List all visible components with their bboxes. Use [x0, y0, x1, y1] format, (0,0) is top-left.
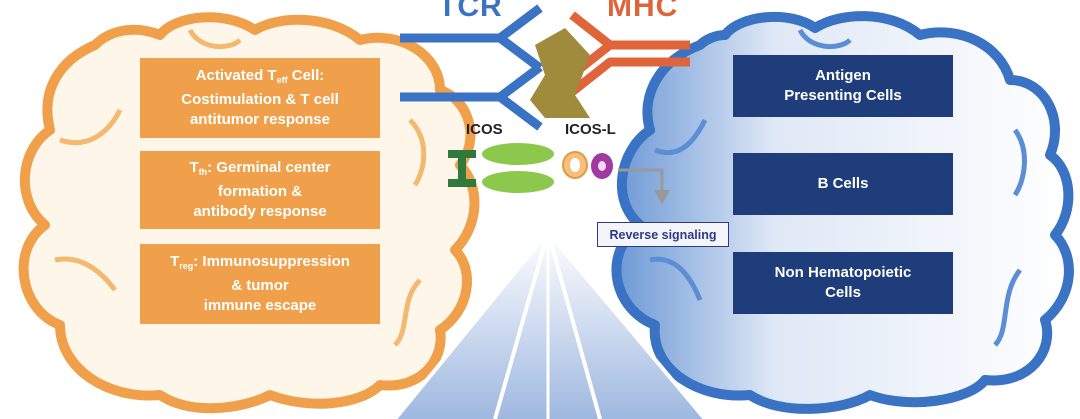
tfh-suffix: : Germinal center	[207, 159, 331, 176]
non-hematopoietic-line2: Cells	[825, 284, 861, 301]
tfh-line2: formation &	[217, 183, 303, 200]
tfh-prefix: T	[189, 159, 199, 176]
non-hematopoietic-line1: Non Hematopoietic	[774, 264, 912, 281]
treg-suffix: : Immunosuppression	[193, 253, 350, 270]
apc-line2: Presenting Cells	[784, 87, 902, 104]
b-cells-box: B Cells	[733, 153, 953, 215]
reverse-signaling-label: Reverse signaling	[597, 222, 729, 247]
reverse-signaling-arrow	[618, 168, 670, 205]
treg-box: Treg: Immunosuppression & tumor immune e…	[140, 244, 380, 324]
treg-subscript: reg	[179, 261, 194, 271]
teff-line2: Costimulation & T cell	[181, 91, 339, 108]
apc-box: Antigen Presenting Cells	[733, 55, 953, 117]
treg-line2: & tumor	[231, 277, 289, 294]
tfh-box: Tfh: Germinal center formation & antibod…	[140, 151, 380, 229]
icos-molecule	[448, 143, 554, 193]
tfh-subscript: fh	[198, 167, 208, 177]
teff-line3: antitumor response	[189, 111, 330, 128]
teff-subscript: eff	[276, 75, 288, 85]
tcr-receptor	[400, 4, 543, 131]
treg-line3: immune escape	[203, 297, 317, 314]
teff-box: Activated Teff Cell: Costimulation & T c…	[140, 58, 380, 138]
teff-suffix: Cell:	[287, 67, 325, 84]
antigen-peptide	[530, 28, 590, 118]
b-cells-line1: B Cells	[817, 175, 869, 192]
mhc-label: MHC	[607, 0, 679, 23]
signal-fan	[393, 230, 707, 419]
tcr-label: TCR	[438, 0, 503, 23]
non-hematopoietic-box: Non Hematopoietic Cells	[733, 252, 953, 314]
apc-line1: Antigen	[815, 67, 871, 84]
icos-label: ICOS	[466, 121, 503, 138]
icos-l-molecule	[562, 151, 613, 179]
teff-prefix: Activated T	[195, 67, 277, 84]
icos-l-label: ICOS-L	[565, 121, 616, 138]
tfh-line3: antibody response	[193, 203, 327, 220]
treg-prefix: T	[170, 253, 180, 270]
